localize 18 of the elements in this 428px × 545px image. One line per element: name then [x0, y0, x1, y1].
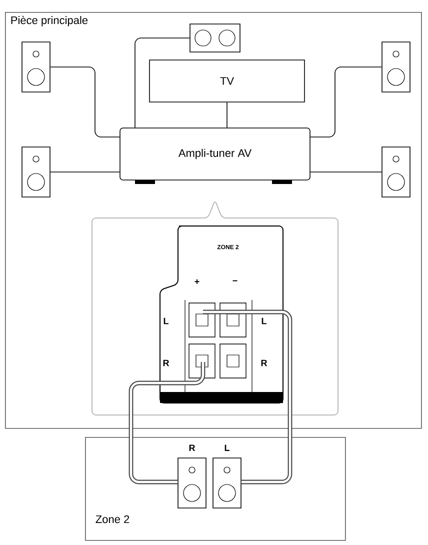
speaker-wire	[226, 102, 228, 128]
speaker: L	[212, 444, 242, 508]
speaker	[382, 146, 410, 198]
speaker	[22, 42, 50, 92]
node-label: R	[189, 444, 196, 451]
speaker	[22, 146, 50, 198]
speaker-cable	[203, 310, 292, 484]
magnified-panel	[92, 202, 338, 416]
node-label: L	[224, 444, 230, 451]
center-speaker	[190, 24, 240, 52]
speaker-wire	[134, 38, 190, 128]
receiver-box: Ampli-tuner AV	[120, 128, 310, 184]
speaker	[382, 42, 410, 92]
tv-box: TV	[149, 60, 305, 102]
speaker-cable	[128, 362, 206, 484]
speaker-wire	[50, 66, 120, 138]
speaker: R	[178, 444, 206, 508]
speaker-wire	[310, 66, 382, 138]
